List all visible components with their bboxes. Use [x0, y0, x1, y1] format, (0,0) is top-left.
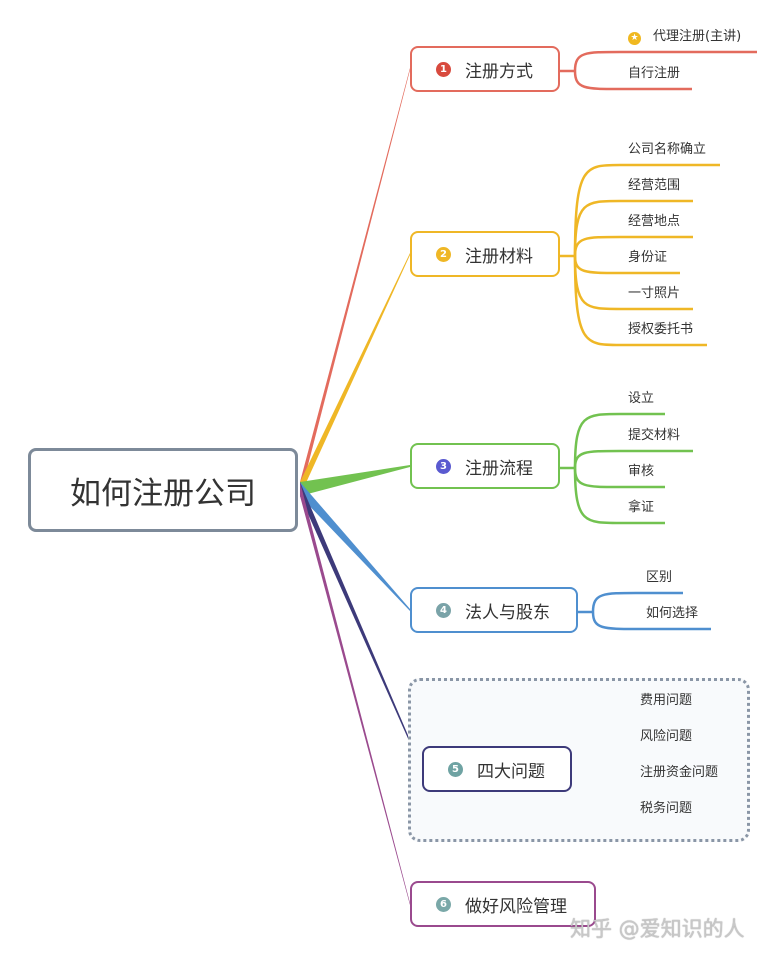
- subtopic[interactable]: 风险问题: [640, 725, 692, 744]
- subtopic-line: [591, 611, 711, 631]
- branch-1: [300, 68, 410, 496]
- subtopic[interactable]: 设立: [628, 387, 654, 406]
- subtopic[interactable]: 授权委托书: [628, 318, 693, 337]
- topic-label: 注册材料: [465, 246, 533, 267]
- subtopic-label: 风险问题: [640, 729, 693, 744]
- branch-4: [300, 482, 410, 611]
- topic-3[interactable]: 3 注册流程: [410, 443, 560, 489]
- subtopic-label: 设立: [628, 391, 655, 406]
- subtopic[interactable]: ★ 代理注册(主讲): [628, 25, 741, 45]
- subtopic-label: 税务问题: [640, 801, 693, 816]
- subtopic-line: [591, 591, 683, 613]
- subtopic-label: 注册资金问题: [640, 765, 719, 780]
- subtopic-label: 公司名称确立: [628, 142, 707, 157]
- subtopic-label: 自行注册: [628, 66, 681, 81]
- subtopic-label: 提交材料: [628, 428, 681, 443]
- root-topic[interactable]: 如何注册公司: [28, 448, 298, 532]
- subtopic[interactable]: 税务问题: [640, 797, 692, 816]
- subtopic[interactable]: 区别: [646, 566, 672, 585]
- subtopic-line: [573, 70, 692, 91]
- subtopic[interactable]: 经营范围: [628, 174, 680, 193]
- subtopic[interactable]: 费用问题: [640, 689, 692, 708]
- subtopic-label: 如何选择: [646, 606, 699, 621]
- subtopic[interactable]: 公司名称确立: [628, 138, 706, 157]
- subtopic[interactable]: 身份证: [628, 246, 667, 265]
- subtopic-label: 授权委托书: [628, 322, 694, 337]
- subtopic[interactable]: 拿证: [628, 496, 654, 515]
- topic-label: 注册方式: [465, 61, 533, 82]
- number-badge-icon: 3: [436, 458, 451, 474]
- branch-2: [300, 253, 410, 496]
- subtopic[interactable]: 审核: [628, 460, 654, 479]
- subtopic-label: 经营地点: [628, 214, 681, 229]
- branch-5: [300, 482, 422, 770]
- subtopic[interactable]: 经营地点: [628, 210, 680, 229]
- topic-5[interactable]: 5 四大问题: [422, 746, 572, 792]
- subtopic[interactable]: 如何选择: [646, 602, 698, 621]
- branch-6: [300, 482, 410, 905]
- subtopic-line: [573, 50, 757, 72]
- subtopic-label: 费用问题: [640, 693, 693, 708]
- topic-2[interactable]: 2 注册材料: [410, 231, 560, 277]
- subtopic-label: 一寸照片: [628, 286, 681, 301]
- subtopic-label: 区别: [646, 570, 673, 585]
- number-badge-icon: 1: [436, 61, 451, 77]
- branch-3: [300, 465, 410, 496]
- subtopic-line: [573, 255, 707, 347]
- topic-label: 四大问题: [477, 761, 545, 782]
- topic-label: 注册流程: [465, 458, 533, 479]
- subtopic-label: 经营范围: [628, 178, 681, 193]
- number-badge-icon: 2: [436, 246, 451, 262]
- subtopic[interactable]: 自行注册: [628, 62, 680, 81]
- subtopic-label: 代理注册(主讲): [653, 29, 742, 44]
- topic-6[interactable]: 6 做好风险管理: [410, 881, 596, 927]
- subtopic[interactable]: 一寸照片: [628, 282, 680, 301]
- star-icon: ★: [628, 32, 641, 45]
- subtopic[interactable]: 注册资金问题: [640, 761, 718, 780]
- subtopic-label: 身份证: [628, 250, 668, 265]
- subtopic[interactable]: 提交材料: [628, 424, 680, 443]
- watermark: 知乎 @爱知识的人: [570, 917, 745, 941]
- topic-1[interactable]: 1 注册方式: [410, 46, 560, 92]
- subtopic-line: [573, 467, 665, 525]
- topic-4[interactable]: 4 法人与股东: [410, 587, 578, 633]
- subtopic-line: [573, 235, 693, 257]
- topic-label: 做好风险管理: [465, 896, 567, 917]
- subtopic-line: [573, 449, 693, 469]
- number-badge-icon: 6: [436, 896, 451, 912]
- subtopic-line: [573, 412, 665, 469]
- subtopic-line: [573, 199, 693, 257]
- subtopic-label: 拿证: [628, 500, 655, 515]
- subtopic-label: 审核: [628, 464, 655, 479]
- number-badge-icon: 4: [436, 602, 451, 618]
- number-badge-icon: 5: [448, 761, 463, 777]
- topic-label: 法人与股东: [465, 602, 550, 623]
